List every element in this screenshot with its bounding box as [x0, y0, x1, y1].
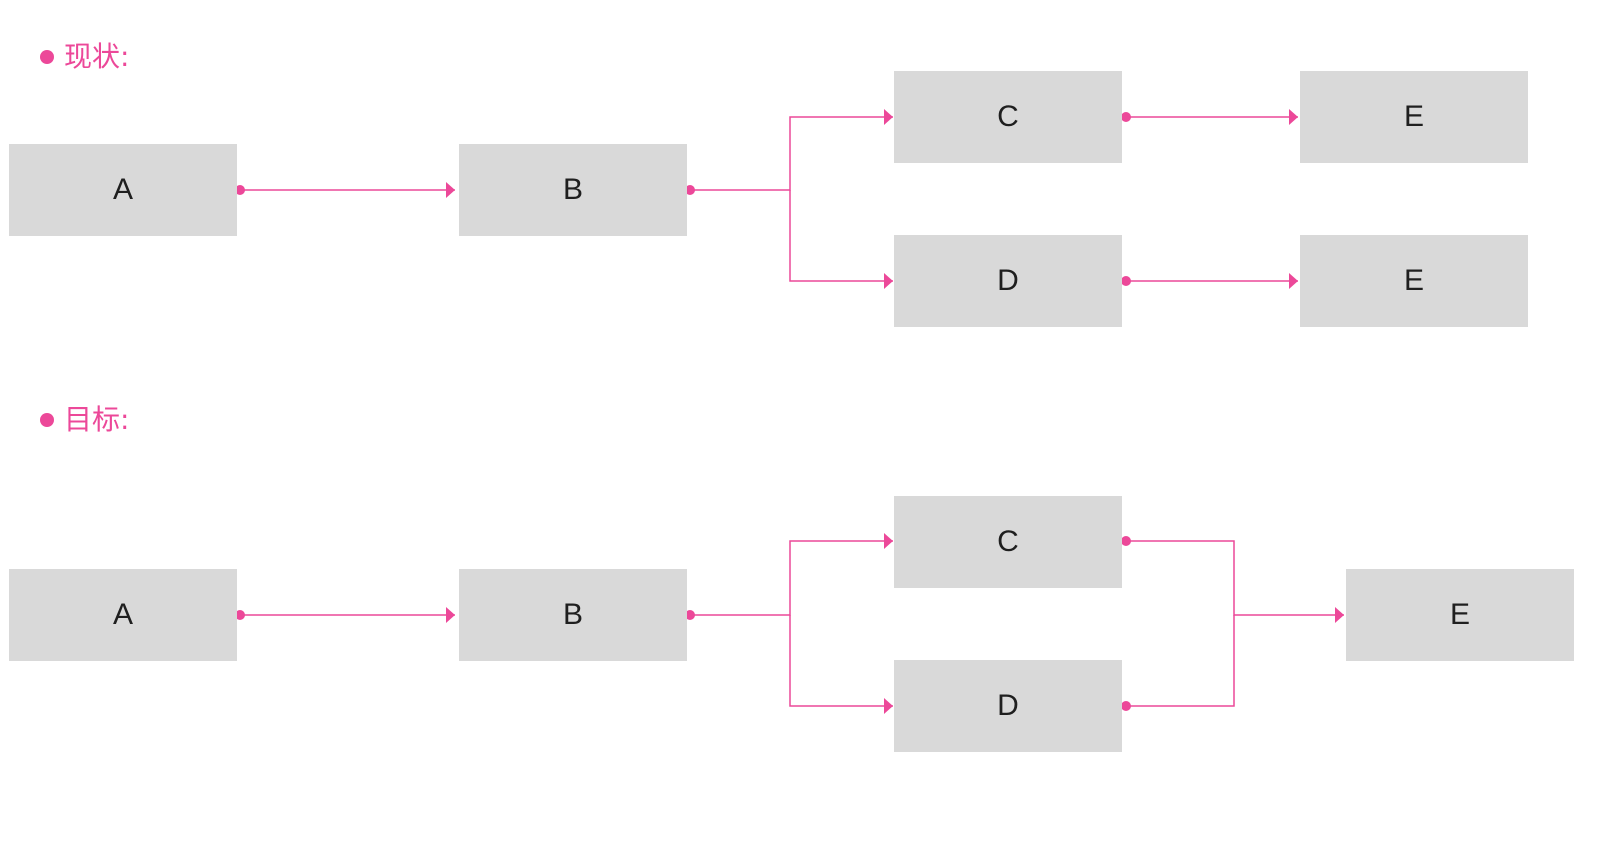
current-connector-dot-a [235, 185, 245, 195]
target-arrow-c [884, 533, 893, 549]
target-title: 目标: [64, 403, 130, 436]
target-arrow-e [1335, 607, 1344, 623]
target-connector-dot-a [235, 610, 245, 620]
current-heading: 现状: [40, 43, 129, 71]
current-arrow-e-top [1289, 109, 1298, 125]
current-node-b: B [459, 144, 687, 236]
current-node-d: D [894, 235, 1122, 327]
target-bullet-icon [40, 413, 54, 427]
current-title: 现状: [64, 40, 130, 73]
current-arrow-b [446, 182, 455, 198]
target-node-d: D [894, 660, 1122, 752]
current-connector-dot-d [1121, 276, 1131, 286]
target-node-b: B [459, 569, 687, 661]
target-connector-b-c [690, 540, 893, 616]
target-arrow-d [884, 698, 893, 714]
current-connector-b-d [789, 190, 893, 282]
target-connector-d-merge [1126, 615, 1235, 707]
current-node-e-bottom: E [1300, 235, 1528, 327]
current-arrow-c [884, 109, 893, 125]
current-connector-b-c [690, 116, 893, 191]
target-connector-dot-c [1121, 536, 1131, 546]
current-node-e-top: E [1300, 71, 1528, 163]
target-arrow-b [446, 607, 455, 623]
target-node-c: C [894, 496, 1122, 588]
current-connector-dot-c [1121, 112, 1131, 122]
target-connector-c-merge [1126, 540, 1344, 616]
target-connector-dot-b [685, 610, 695, 620]
current-bullet-icon [40, 50, 54, 64]
current-arrow-d [884, 273, 893, 289]
current-connector-dot-b [685, 185, 695, 195]
target-heading: 目标: [40, 406, 129, 434]
current-node-a: A [9, 144, 237, 236]
target-node-a: A [9, 569, 237, 661]
target-node-e: E [1346, 569, 1574, 661]
current-arrow-e-bottom [1289, 273, 1298, 289]
target-connector-dot-d [1121, 701, 1131, 711]
current-node-c: C [894, 71, 1122, 163]
target-connector-b-d [789, 615, 893, 707]
